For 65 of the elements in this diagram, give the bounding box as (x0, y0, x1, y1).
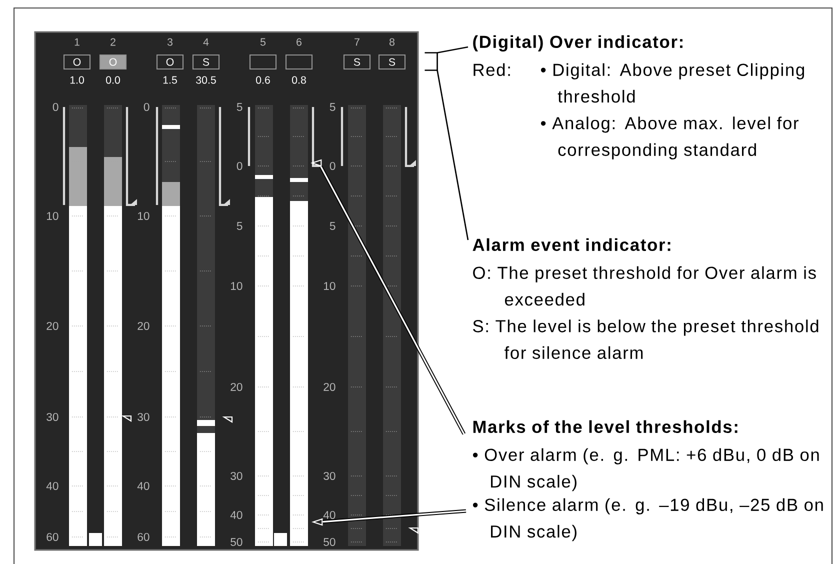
leader-line (436, 70, 469, 240)
scale-label: 0 (236, 162, 242, 170)
channel-number: 1 (74, 38, 80, 46)
leader-line (322, 509, 466, 524)
scale-label: 20 (324, 383, 336, 391)
scale-label: 10 (47, 212, 58, 220)
value-label: 1.5 (163, 76, 177, 84)
indicator-box: S (343, 54, 371, 70)
leader-line (319, 166, 466, 435)
callout-heading: (Digital) Over indicator: (473, 35, 682, 52)
list-item: • Silence alarm (e. g. –19 dBu, –25 dB on DIN scale) (472, 498, 823, 542)
scale-label: 40 (46, 482, 58, 490)
scale-label: 50 (324, 538, 336, 546)
channel-number: 5 (260, 38, 266, 46)
scale-label: 10 (138, 212, 150, 220)
channel-number: 4 (203, 38, 209, 46)
channel-number: 7 (354, 38, 360, 46)
channel-number: 2 (110, 38, 116, 46)
list-item: S: The level is below the preset threshold for silence alarm (473, 320, 818, 359)
indicator-box: O (63, 54, 91, 70)
indicator-box: S (378, 54, 406, 70)
scale-label: 5 (236, 103, 242, 111)
scale-label: 10 (231, 282, 242, 290)
indicator-box (249, 54, 277, 70)
indicator-box: O (156, 54, 184, 70)
scale-label: 60 (138, 533, 150, 541)
scale-label: 5 (330, 222, 336, 230)
scale-label: 30 (324, 472, 336, 480)
scale-label: 40 (137, 482, 150, 490)
value-label: 0.8 (292, 76, 306, 84)
leader-line (437, 46, 468, 54)
list-item: O: The preset threshold for Over alarm is exceeded (473, 266, 816, 306)
scale-label: 5 (236, 222, 242, 230)
channel-number: 3 (167, 38, 172, 46)
scale-label: 50 (230, 538, 242, 546)
callout-heading: Alarm event indicator: (472, 238, 670, 251)
value-label: 0.0 (106, 76, 120, 84)
bracket (424, 52, 438, 71)
channel-number: 6 (296, 38, 302, 46)
scale-label: 0 (330, 162, 336, 170)
list-item: • Digital: Above preset Clipping threshold (540, 63, 804, 103)
value-label: 0.6 (256, 76, 270, 84)
callout-text: Red: (474, 63, 510, 76)
callout-heading: Marks of the level thresholds: (473, 420, 738, 433)
list-item: • Over alarm (e. g. PML: +6 dBu, 0 dB on DIN scale) (472, 448, 819, 492)
value-label: 30.5 (196, 76, 216, 84)
scale-label: 30 (46, 413, 58, 421)
indicator-box: S (192, 54, 220, 70)
scale-label: 5 (330, 103, 336, 111)
scale-label: 20 (46, 322, 58, 330)
scale-label: 20 (138, 322, 150, 330)
scale-label: 40 (230, 511, 242, 519)
scale-label: 30 (230, 472, 242, 480)
scale-label: 20 (230, 383, 242, 391)
scale-label: 0 (144, 103, 150, 111)
scale-label: 40 (323, 511, 336, 519)
list-item: • Analog: Above max. level for corresponding standard (540, 116, 798, 160)
indicator-box (285, 54, 313, 70)
scale-label: 10 (324, 282, 336, 290)
channel-number: 8 (390, 38, 394, 46)
scale-label: 60 (46, 533, 58, 541)
value-label: 1.0 (70, 76, 84, 84)
scale-label: 30 (138, 413, 150, 421)
scale-label: 0 (52, 103, 58, 111)
indicator-box: O (99, 54, 127, 70)
